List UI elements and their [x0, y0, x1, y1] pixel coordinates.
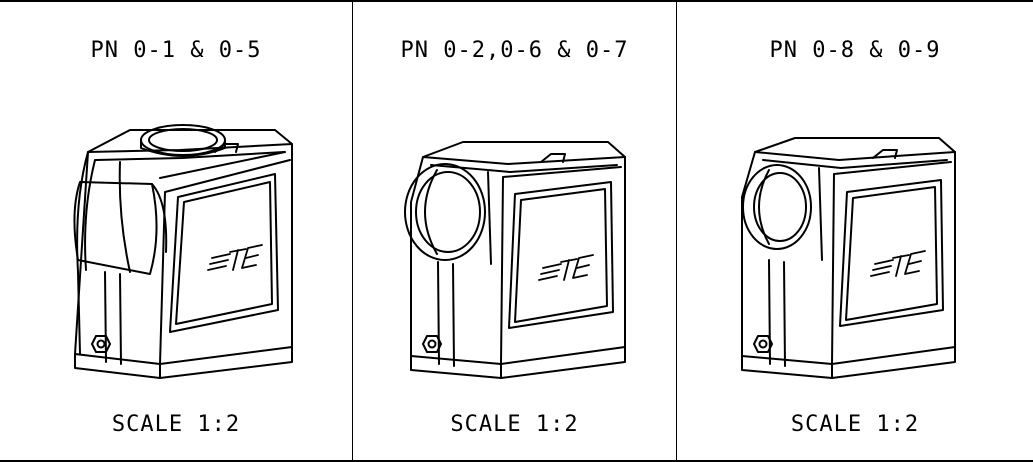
panel-pn-0-8-0-9: PN 0-8 & 0-9 [677, 2, 1033, 460]
panel-title: PN 0-1 & 0-5 [90, 38, 262, 63]
te-logo-icon [870, 250, 926, 277]
panel-scale-label: SCALE 1:2 [790, 412, 920, 437]
te-logo-icon [207, 244, 263, 271]
panel-scale-label: SCALE 1:2 [450, 412, 579, 437]
te-logo-icon [538, 254, 594, 281]
panel-title: PN 0-2,0-6 & 0-7 [400, 38, 629, 63]
housing-side-entry-large-drawing [404, 141, 626, 379]
panel-title: PN 0-8 & 0-9 [769, 38, 941, 63]
housing-top-entry-drawing [73, 124, 293, 379]
housing-side-entry-small-drawing [741, 137, 956, 379]
panel-pn-0-2-0-6-0-7: PN 0-2,0-6 & 0-7 [353, 2, 677, 460]
panel-scale-label: SCALE 1:2 [111, 412, 241, 437]
panel-pn-0-1-0-5: PN 0-1 & 0-5 [0, 2, 353, 460]
